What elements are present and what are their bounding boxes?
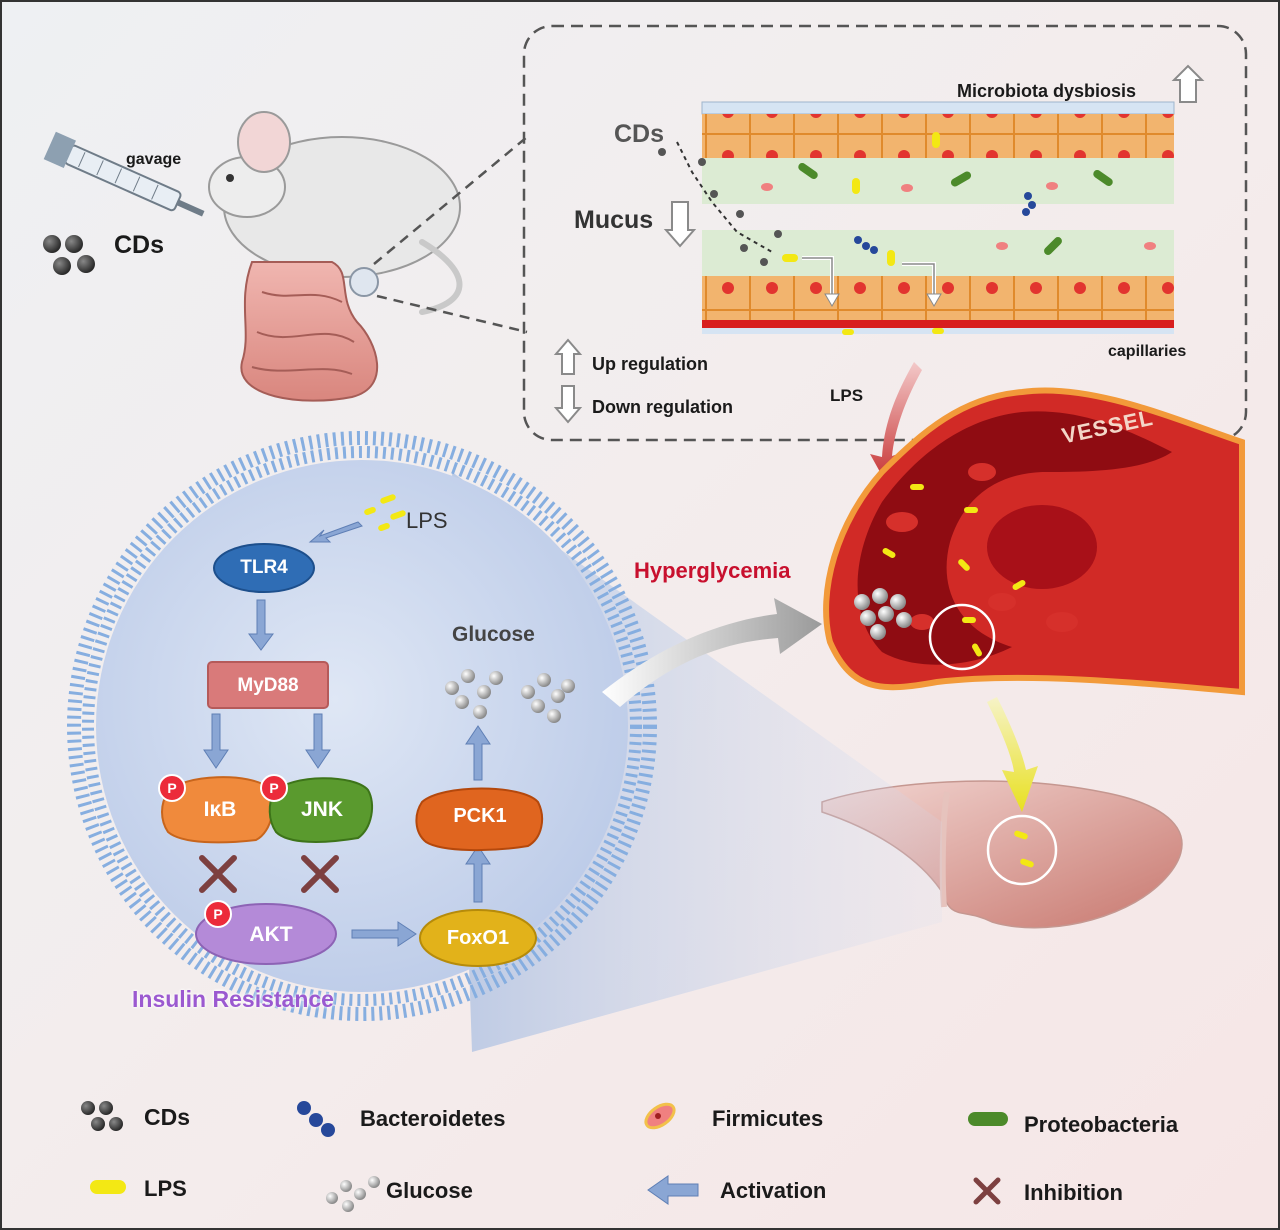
cell-membrane-outer xyxy=(67,431,657,1021)
mucus-label: Mucus xyxy=(574,206,654,234)
down-regulation-label: Down regulation xyxy=(592,397,733,417)
capillaries-label: capillaries xyxy=(1108,343,1187,360)
lps-cell-label: LPS xyxy=(406,508,448,533)
inhibition-marks xyxy=(199,855,339,893)
pathway-arrows xyxy=(203,521,491,947)
lps-inset-label: LPS xyxy=(830,386,864,405)
jnk-label: JNK xyxy=(300,798,343,821)
down-regulation-arrow-icon xyxy=(553,385,583,424)
myd88-node xyxy=(207,661,329,709)
akt-phospho-label: P xyxy=(213,906,223,922)
legend-glucose-icon xyxy=(326,1176,380,1212)
legend-lps-icon xyxy=(90,1180,126,1194)
pck1-node xyxy=(415,787,544,852)
cell-body xyxy=(96,460,628,992)
foxo1-label: FoxO1 xyxy=(446,927,510,949)
ikb-label: IκB xyxy=(203,798,237,821)
legend-lps-label: LPS xyxy=(144,1176,187,1201)
legend-firmicutes-icon xyxy=(644,1102,676,1130)
legend-proteobacteria-icon xyxy=(968,1112,1008,1126)
akt-label: AKT xyxy=(249,923,293,946)
legend-firmicutes-label: Firmicutes xyxy=(712,1106,824,1131)
microbiota-up-arrow-icon xyxy=(1171,64,1205,103)
legend-activation-label: Activation xyxy=(720,1178,827,1203)
legend-inhibition-label: Inhibition xyxy=(1024,1180,1123,1205)
up-regulation-label: Up regulation xyxy=(592,354,708,374)
pck1-label: PCK1 xyxy=(453,805,507,827)
lps-ligand-icon xyxy=(364,494,406,532)
intestinal-wall-upper xyxy=(701,101,1175,204)
lps-to-liver-arrow-icon xyxy=(987,697,1038,812)
legend-cds-icon xyxy=(81,1101,123,1131)
cds-path xyxy=(658,141,942,307)
cds-particles-icon xyxy=(43,235,95,275)
up-regulation-arrow-icon xyxy=(553,338,583,375)
jnk-phospho-label: P xyxy=(269,780,279,796)
microbiota-dysbiosis-label: Microbiota dysbiosis xyxy=(957,81,1137,101)
legend-activation-arrow-icon xyxy=(647,1175,699,1205)
insulin-resistance-label: Insulin Resistance xyxy=(132,986,334,1012)
legend-cds-label: CDs xyxy=(144,1104,191,1130)
blood-vessel-illustration xyxy=(823,387,1245,696)
legend-glucose-label: Glucose xyxy=(386,1178,473,1203)
tlr4-node xyxy=(213,543,315,593)
lps-entry-arrow-icon xyxy=(870,362,922,490)
cds-intake-label: CDs xyxy=(114,231,165,259)
glucose-cell-label: Glucose xyxy=(452,623,535,646)
ikb-phospho-label: P xyxy=(167,780,177,796)
gavage-label: gavage xyxy=(126,151,182,168)
legend-bacteroidetes-label: Bacteroidetes xyxy=(360,1106,506,1131)
syringe-icon xyxy=(43,131,205,217)
intestine-illustration xyxy=(240,261,379,402)
legend-inhibition-icon xyxy=(973,1177,1001,1205)
tlr4-label: TLR4 xyxy=(240,557,288,578)
legend-bacteroidetes-icon xyxy=(297,1101,335,1137)
hyperglycemia-label: Hyperglycemia xyxy=(634,558,791,583)
jnk-node xyxy=(268,777,374,843)
lumen-bacteria xyxy=(761,132,1156,335)
cds-inset-label: CDs xyxy=(614,120,665,148)
cell-membrane-inner xyxy=(82,446,642,1006)
foxo1-node xyxy=(419,909,537,967)
legend-proteobacteria-label: Proteobacteria xyxy=(1024,1112,1179,1137)
myd88-label: MyD88 xyxy=(237,675,299,696)
intestinal-wall-lower xyxy=(702,230,1174,334)
ikb-node xyxy=(161,776,274,844)
glucose-export-arrow-icon xyxy=(602,598,822,707)
glucose-particles xyxy=(445,669,575,723)
phospho-badges xyxy=(158,774,288,928)
mucus-down-arrow-icon xyxy=(663,201,697,248)
